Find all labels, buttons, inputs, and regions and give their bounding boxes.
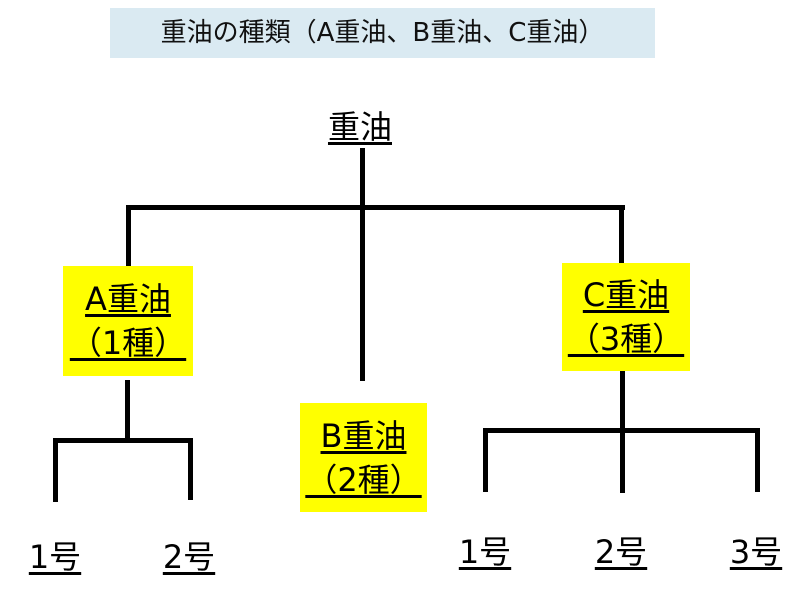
- node-a-kind: （1種）: [69, 324, 187, 362]
- connector-line: [619, 205, 624, 265]
- connector-line: [126, 205, 625, 210]
- diagram-title: 重油の種類（A重油、B重油、C重油）: [110, 8, 655, 58]
- connector-line: [360, 148, 365, 210]
- root-node: 重油: [327, 108, 392, 146]
- node-c-kind: （3種）: [567, 320, 685, 358]
- connector-line: [483, 428, 488, 492]
- connector-line: [755, 428, 760, 492]
- connector-line: [188, 438, 193, 500]
- connector-line: [360, 205, 365, 381]
- node-b-name: B重油: [320, 416, 407, 455]
- node-b-kind: （2種）: [305, 460, 422, 499]
- node-c-heavy-oil: C重油 （3種）: [562, 263, 690, 371]
- c-child-2: 2号: [594, 533, 648, 571]
- node-a-name: A重油: [85, 280, 171, 318]
- connector-line: [53, 438, 193, 443]
- c-child-1: 1号: [458, 533, 512, 571]
- node-b-heavy-oil: B重油 （2種）: [300, 403, 427, 512]
- connector-line: [483, 428, 760, 433]
- a-child-2: 2号: [162, 538, 216, 576]
- connector-line: [125, 380, 130, 442]
- c-child-3: 3号: [729, 533, 783, 571]
- a-child-1: 1号: [28, 538, 82, 576]
- node-a-heavy-oil: A重油 （1種）: [63, 266, 193, 376]
- connector-line: [53, 438, 58, 502]
- node-c-name: C重油: [582, 276, 670, 314]
- connector-line: [126, 205, 131, 267]
